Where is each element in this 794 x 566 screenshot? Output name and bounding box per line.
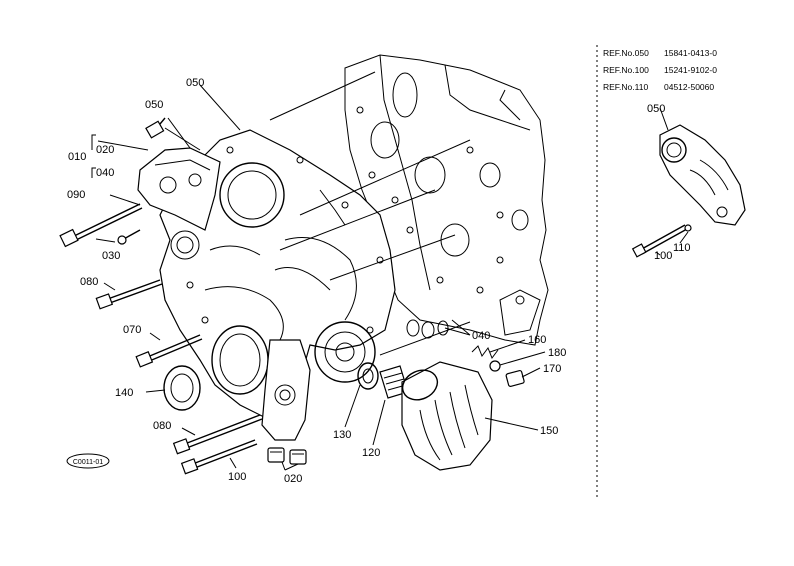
callout-020-plugs: 020	[284, 473, 302, 485]
callout-090: 090	[67, 189, 85, 201]
gear-case	[159, 129, 396, 441]
inset-callout-100: 100	[654, 250, 672, 262]
orings-040	[406, 319, 449, 339]
callout-040: 040	[96, 167, 114, 179]
callout-120: 120	[362, 447, 380, 459]
callout-070: 070	[123, 324, 141, 336]
ref-table: REF.No.050 15841-0413-0 REF.No.100 15241…	[603, 48, 717, 92]
pin-030	[117, 229, 141, 245]
seal-140	[163, 365, 201, 411]
callout-130: 130	[333, 429, 351, 441]
callout-050: 050	[145, 99, 163, 111]
callout-labels: 050 050 010 020 040 090 030 080 070 140 …	[67, 77, 566, 485]
bolt-050	[145, 117, 191, 149]
ref-row-1-part: 15841-0413-0	[664, 48, 717, 58]
callout-140: 140	[115, 387, 133, 399]
callout-040-orings: 040	[472, 330, 490, 342]
leader-lines	[91, 71, 546, 471]
callout-080-lower: 080	[153, 420, 171, 432]
ref-row-3-label: REF.No.110	[603, 82, 648, 92]
diagram-code: C0011-01	[73, 459, 103, 466]
callout-160: 160	[528, 334, 546, 346]
callout-180: 180	[548, 347, 566, 359]
inset-callout-050: 050	[647, 103, 665, 115]
gasket-130	[357, 362, 379, 390]
cover-bracket	[137, 147, 221, 231]
bolt-090	[59, 203, 143, 248]
inset-callout-110: 110	[673, 242, 691, 254]
plug-170	[505, 369, 525, 387]
ref-row-1-label: REF.No.050	[603, 48, 649, 58]
inset-drawing: 050 110 100	[631, 103, 746, 262]
ref-row-3-part: 04512-50060	[664, 82, 714, 92]
ball-180	[489, 360, 501, 372]
callout-080: 080	[80, 276, 98, 288]
callout-010: 010	[68, 151, 86, 163]
callout-170: 170	[543, 363, 561, 375]
diagram-code-badge: C0011-01	[66, 453, 110, 469]
bolt-080b	[172, 414, 263, 455]
ref-row-2-part: 15241-9102-0	[664, 65, 717, 75]
spring-160	[471, 345, 499, 360]
ref-row-2-label: REF.No.100	[603, 65, 649, 75]
callout-100: 100	[228, 471, 246, 483]
bolt-100	[180, 439, 258, 475]
callout-030: 030	[102, 250, 120, 262]
oil-filter-150	[401, 361, 493, 471]
callout-050-case: 050	[186, 77, 204, 89]
bolt-080a	[95, 279, 163, 310]
bolt-070	[135, 334, 203, 368]
plugs-020	[267, 447, 307, 465]
callout-020: 020	[96, 144, 114, 156]
callout-150: 150	[540, 425, 558, 437]
